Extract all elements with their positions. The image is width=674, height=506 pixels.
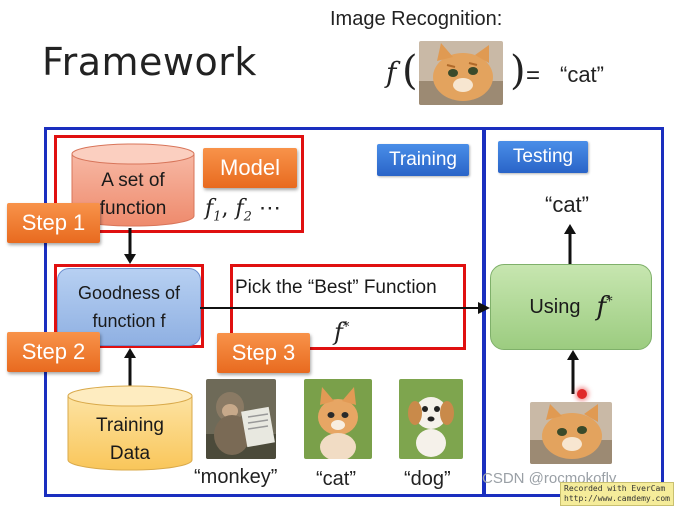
evercam-badge: Recorded with EverCam http://www.camdemy…	[560, 482, 674, 506]
formula-result: “cat”	[560, 62, 604, 87]
test-cat-photo-icon	[530, 402, 612, 464]
arrow-up-icon	[564, 224, 576, 266]
cylinder-line-2: function	[99, 198, 167, 219]
arrow-right-icon	[200, 302, 490, 314]
example-label-dog: “dog”	[404, 468, 451, 490]
example-label-cat: “cat”	[316, 468, 356, 490]
using-label: Using	[529, 295, 581, 318]
step-1-label: Step 1	[7, 203, 100, 243]
training-data-line-1: Training	[96, 415, 164, 436]
goodness-line-2: function f	[92, 311, 166, 331]
cylinder-line-1: A set of	[101, 170, 165, 191]
pick-best-label: Pick the “Best” Function	[235, 277, 437, 298]
cat-photo-icon	[419, 41, 503, 105]
goodness-frame	[54, 264, 204, 348]
testing-tag: Testing	[498, 141, 588, 173]
formula-f: f	[386, 56, 397, 89]
arrow-up-icon	[124, 348, 136, 390]
step-2-label: Step 2	[7, 332, 100, 372]
formula-open-paren: (	[402, 48, 418, 94]
model-label: Model	[203, 148, 297, 188]
function-set-cylinder: A set of function	[70, 142, 196, 228]
image-recognition-label: Image Recognition:	[330, 8, 503, 30]
pick-fstar: f*	[334, 318, 350, 346]
model-frame	[54, 135, 304, 233]
function-list: f1, f2 ⋯	[205, 196, 281, 225]
step-3-label: Step 3	[217, 333, 310, 373]
using-fstar: f*	[596, 292, 613, 322]
formula-close-paren: )	[510, 48, 526, 94]
training-tag: Training	[377, 144, 469, 176]
testing-output: “cat”	[545, 192, 589, 217]
cursor-dot	[577, 389, 587, 399]
goodness-line-1: Goodness of	[77, 283, 181, 303]
monkey-photo-icon	[206, 379, 276, 459]
training-data-line-2: Data	[109, 443, 151, 464]
arrow-up-icon	[567, 350, 579, 394]
page-title: Framework	[42, 40, 257, 84]
kitten-photo-icon	[304, 379, 372, 459]
formula-equals: =	[526, 62, 541, 89]
using-fstar-box: Using f*	[490, 264, 652, 350]
arrow-down-icon	[124, 228, 136, 264]
puppy-photo-icon	[399, 379, 463, 459]
example-label-monkey: “monkey”	[194, 466, 278, 488]
